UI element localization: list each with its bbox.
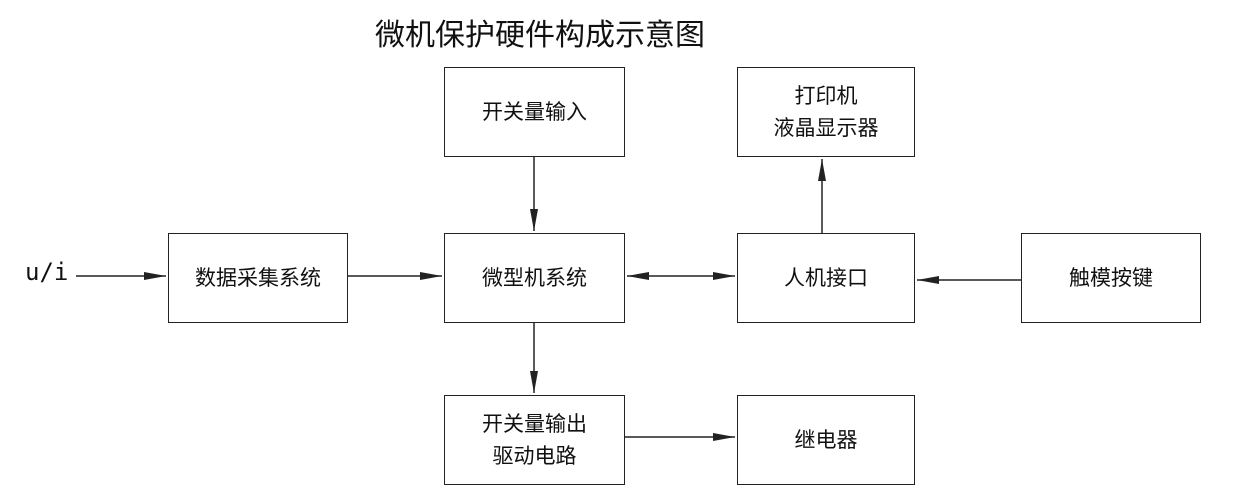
- box-label: 人机接口: [784, 266, 868, 290]
- box-label: 打印机: [794, 84, 858, 108]
- box-label: 开关量输入: [482, 100, 587, 124]
- diagram-title: 微机保护硬件构成示意图: [375, 18, 705, 53]
- box-printer-lcd: 打印机液晶显示器: [737, 67, 915, 157]
- box-label: 触模按键: [1069, 266, 1153, 290]
- input-label: u/i: [25, 258, 69, 286]
- box-label: 开关量输出: [482, 412, 587, 436]
- box-hmi: 人机接口: [737, 233, 915, 323]
- box-microcomputer: 微型机系统: [444, 233, 625, 323]
- box-switch-output: 开关量输出驱动电路: [444, 395, 625, 485]
- box-label: 继电器: [794, 428, 858, 452]
- box-daq: 数据采集系统: [168, 233, 348, 323]
- box-label: 驱动电路: [492, 444, 577, 468]
- box-label: 微型机系统: [482, 266, 587, 290]
- box-label: 数据采集系统: [195, 266, 321, 290]
- box-keys: 触模按键: [1021, 233, 1201, 323]
- box-switch-input: 开关量输入: [444, 67, 625, 157]
- box-label: 液晶显示器: [773, 116, 879, 140]
- box-relay: 继电器: [737, 395, 915, 485]
